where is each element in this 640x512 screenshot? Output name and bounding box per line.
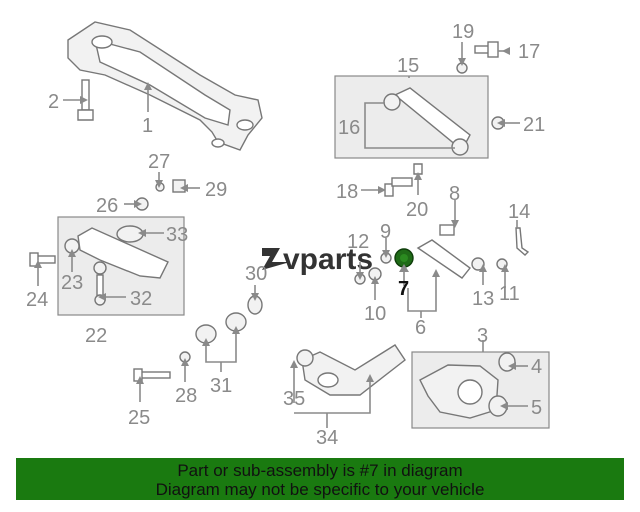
part-toe-link-6 bbox=[354, 224, 508, 285]
callout-20: 20 bbox=[406, 199, 428, 221]
callout-26: 26 bbox=[96, 195, 118, 217]
callout-29: 29 bbox=[205, 179, 227, 201]
part-trailing-arm-34 bbox=[296, 344, 406, 396]
callout-34: 34 bbox=[316, 427, 338, 449]
watermark-text: vparts bbox=[283, 243, 373, 276]
callout-12: 12 bbox=[347, 231, 369, 253]
callout-24: 24 bbox=[26, 289, 48, 311]
part-7-highlighted bbox=[394, 248, 414, 268]
callout-32: 32 bbox=[130, 288, 152, 310]
callout-14: 14 bbox=[508, 201, 530, 223]
callout-17: 17 bbox=[518, 41, 540, 63]
callout-5: 5 bbox=[531, 397, 542, 419]
callout-19: 19 bbox=[452, 21, 474, 43]
callout-15: 15 bbox=[397, 55, 419, 77]
callout-16: 16 bbox=[338, 117, 360, 139]
callout-23: 23 bbox=[61, 272, 83, 294]
callout-30: 30 bbox=[245, 263, 267, 285]
callout-13: 13 bbox=[472, 288, 494, 310]
part-nut-29 bbox=[172, 179, 186, 193]
callout-4: 4 bbox=[531, 356, 542, 378]
callout-1: 1 bbox=[142, 115, 153, 137]
callout-6: 6 bbox=[415, 317, 426, 339]
part-bushings-31 bbox=[195, 312, 247, 344]
callout-3: 3 bbox=[477, 325, 488, 347]
callout-28: 28 bbox=[175, 385, 197, 407]
part-bolt-17 bbox=[474, 41, 499, 58]
part-bolt-24 bbox=[29, 252, 56, 267]
callout-10: 10 bbox=[364, 303, 386, 325]
callout-21: 21 bbox=[523, 114, 545, 136]
part-bolt-18 bbox=[384, 177, 413, 197]
part-pin-14 bbox=[515, 227, 530, 256]
callout-9: 9 bbox=[380, 221, 391, 243]
callout-numbers: 2 1 15 16 21 19 17 18 20 27 26 29 33 23 … bbox=[26, 21, 545, 449]
watermark: vparts bbox=[262, 243, 373, 276]
callout-25: 25 bbox=[128, 407, 150, 429]
callout-7-highlighted: 7 bbox=[398, 278, 409, 300]
part-upper-arm-15 bbox=[383, 87, 505, 156]
callout-33: 33 bbox=[166, 224, 188, 246]
part-nut-20 bbox=[413, 163, 423, 175]
callout-2: 2 bbox=[48, 91, 59, 113]
part-knuckle-3 bbox=[419, 352, 516, 419]
callout-8: 8 bbox=[449, 183, 460, 205]
callout-22: 22 bbox=[85, 325, 107, 347]
banner-line-2: Diagram may not be specific to your vehi… bbox=[155, 480, 485, 499]
callout-18: 18 bbox=[336, 181, 358, 203]
arrowheads bbox=[34, 47, 516, 410]
parts-diagram: vparts bbox=[26, 21, 550, 449]
callout-35: 35 bbox=[283, 388, 305, 410]
callout-31: 31 bbox=[210, 375, 232, 397]
part-bolt-2 bbox=[77, 79, 94, 121]
callout-11: 11 bbox=[499, 283, 520, 305]
leader-lines bbox=[37, 42, 528, 428]
info-banner: Part or sub-assembly is #7 in diagram Di… bbox=[16, 458, 624, 500]
banner-line-1: Part or sub-assembly is #7 in diagram bbox=[177, 461, 463, 480]
part-crossmember bbox=[67, 21, 263, 151]
callout-27: 27 bbox=[148, 151, 170, 173]
